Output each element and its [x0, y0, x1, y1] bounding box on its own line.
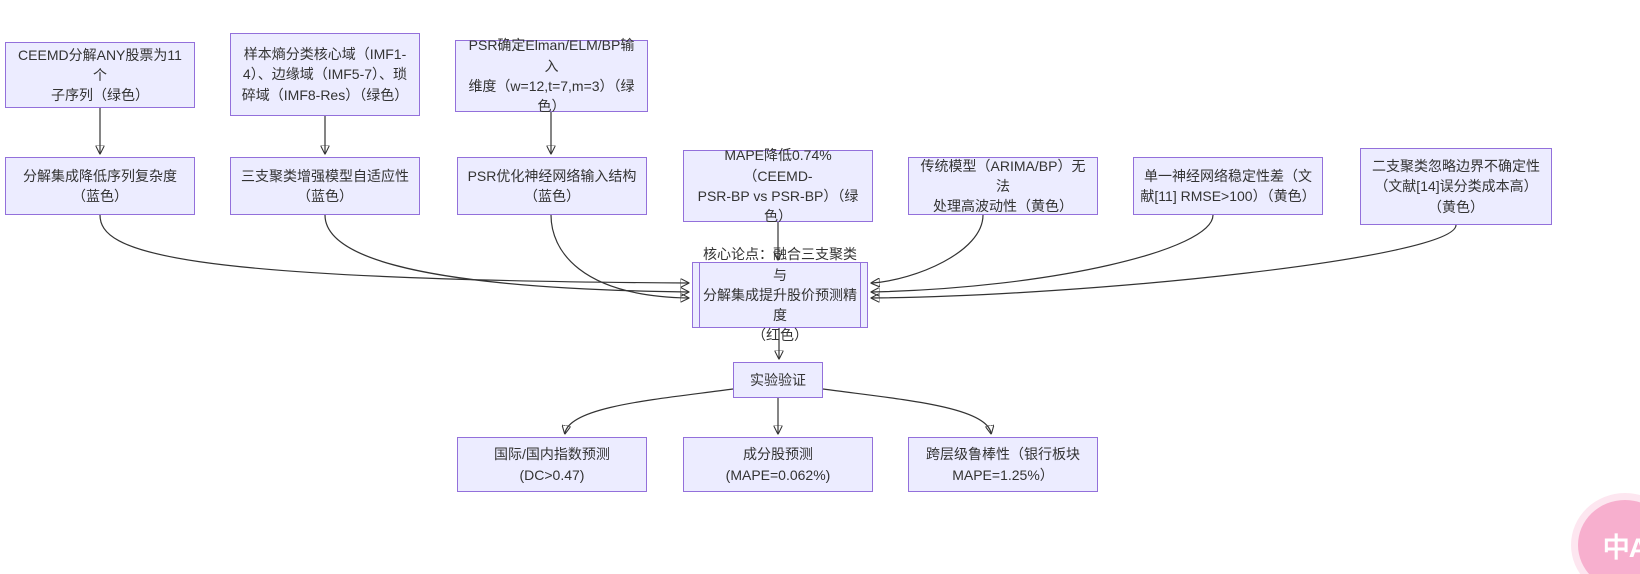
edge-decomp-core	[99, 214, 688, 283]
edge-exp-index	[565, 388, 734, 433]
edge-threeway-core	[324, 214, 688, 292]
edge-psropt-core	[550, 214, 688, 298]
edge-twoway-core	[872, 224, 1457, 298]
translate-float-button[interactable]: 中A	[1578, 500, 1640, 574]
node-psr-input-dimension: PSR确定Elman/ELM/BP输入 维度（w=12,t=7,m=3）（绿 色…	[455, 37, 648, 114]
node-experiment-validation: 实验验证	[733, 362, 823, 398]
node-two-way-clustering-limit: 二支聚类忽略边界不确定性 （文献[14]误分类成本高） （黄色）	[1360, 148, 1552, 225]
node-index-forecast: 国际/国内指数预测 (DC>0.47)	[457, 437, 647, 492]
node-three-way-clustering-benefit: 三支聚类增强模型自适应性 （蓝色）	[230, 157, 420, 215]
edge-single-core	[872, 214, 1214, 292]
node-traditional-model-limit: 传统模型（ARIMA/BP）无法 处理高波动性（黄色）	[908, 157, 1098, 215]
node-ceemd-decomposition: CEEMD分解ANY股票为11个 子序列（绿色）	[5, 42, 195, 108]
edge-exp-robust	[822, 388, 991, 433]
node-stock-forecast: 成分股预测 (MAPE=0.062%)	[683, 437, 873, 492]
node-mape-improvement: MAPE降低0.74%（CEEMD- PSR-BP vs PSR-BP）（绿 色…	[683, 147, 873, 224]
node-sample-entropy-domains: 样本熵分类核心域（IMF1- 4）、边缘域（IMF5-7）、琐 碎域（IMF8-…	[230, 33, 420, 116]
node-cross-level-robustness: 跨层级鲁棒性（银行板块 MAPE=1.25%）	[908, 437, 1098, 492]
edge-trad-core	[872, 214, 984, 283]
translate-icon: 中A	[1602, 532, 1640, 563]
node-single-network-limit: 单一神经网络稳定性差（文 献[11] RMSE>100）（黄色）	[1133, 157, 1323, 215]
node-decomposition-benefit: 分解集成降低序列复杂度 （蓝色）	[5, 157, 195, 215]
node-psr-optimization-benefit: PSR优化神经网络输入结构 （蓝色）	[457, 157, 647, 215]
node-core-thesis: 核心论点：融合三支聚类与 分解集成提升股价预测精度 （红色）	[692, 246, 868, 343]
